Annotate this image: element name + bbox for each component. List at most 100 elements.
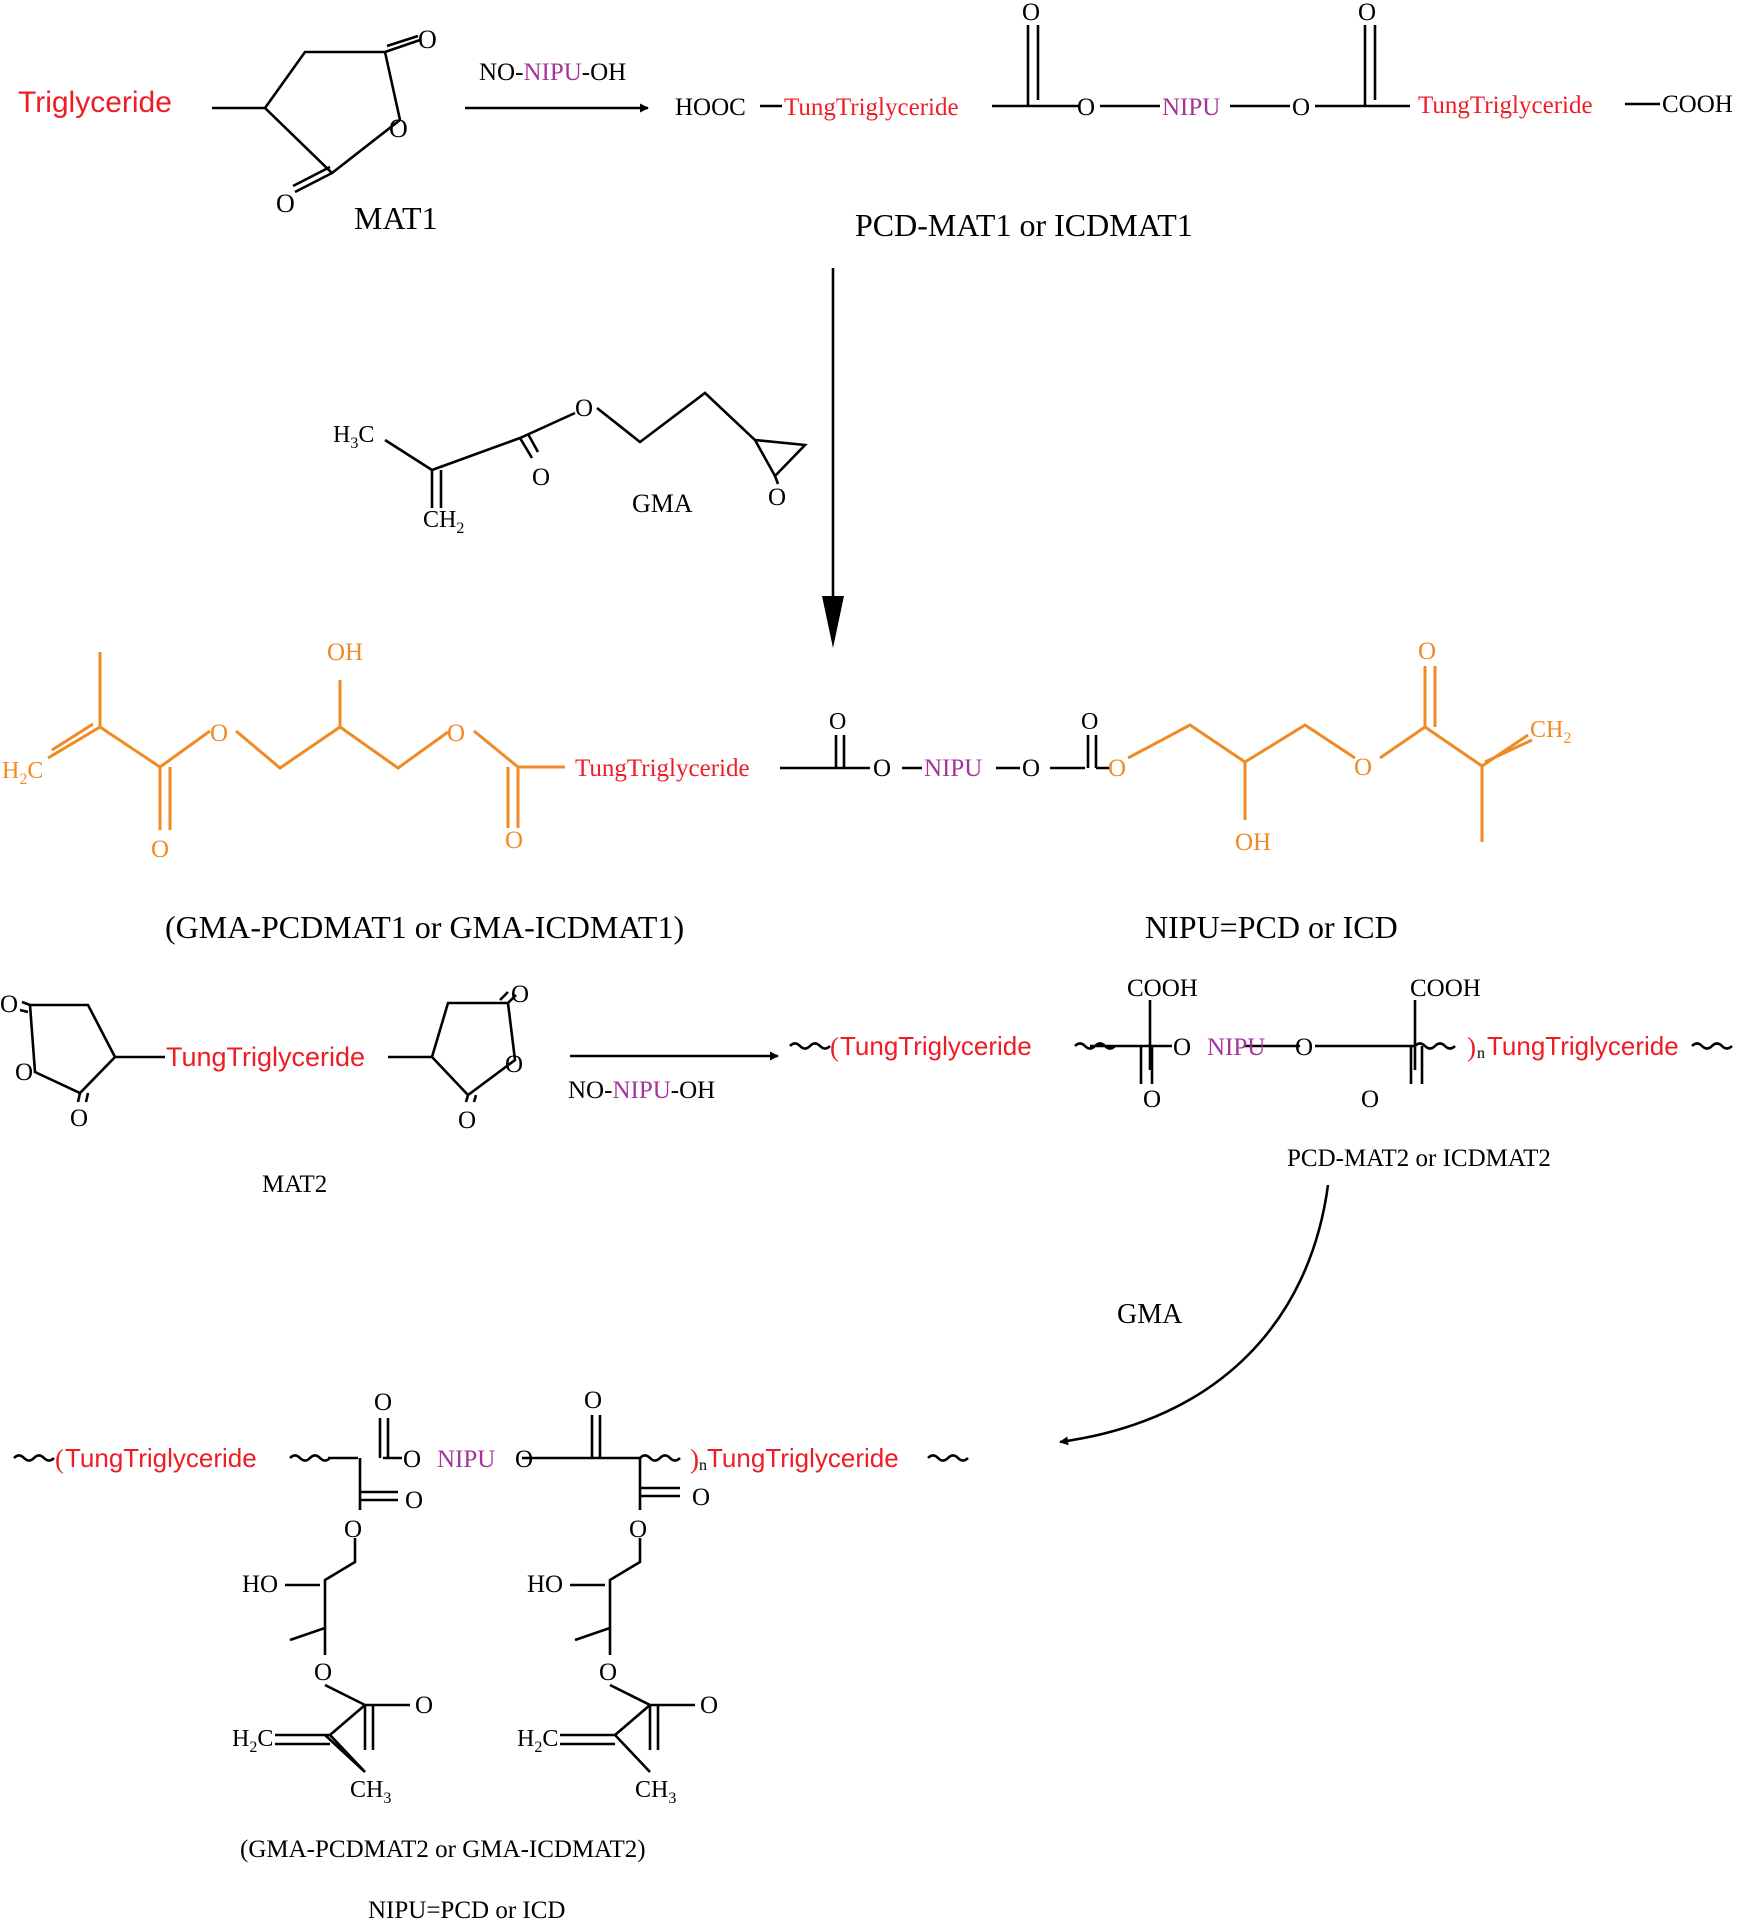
ester-o-label-5: O xyxy=(1108,755,1126,782)
carbonyl-o-label-2: O xyxy=(1358,0,1376,26)
ester-o-label-3: O xyxy=(344,1516,362,1543)
mat1-name: MAT1 xyxy=(354,200,438,236)
ester-o-label-3: O xyxy=(873,755,891,782)
carbonyl-o-label-3: O xyxy=(829,709,846,735)
mat1-ring-o: O xyxy=(389,114,408,143)
carbonyl-o-label-top: O xyxy=(374,1389,392,1416)
oh-label-2: OH xyxy=(1235,829,1271,856)
carbonyl-o-label-3: O xyxy=(692,1484,710,1511)
repeat-n: n xyxy=(699,1457,707,1474)
carbonyl-o-label-5: O xyxy=(1418,638,1436,665)
gma-pcdmat2-structure: ( TungTriglyceride O O NIPU O O ) n Tung… xyxy=(13,1387,969,1923)
mat2-o-3: O xyxy=(511,981,529,1008)
mat1-carbonyl-o-bottom: O xyxy=(276,189,295,218)
ester-o-label-2: O xyxy=(1292,94,1310,121)
cooh-label: COOH xyxy=(1127,975,1198,1002)
carbonyl-o-label-top-2: O xyxy=(584,1387,602,1414)
cooh-label-2: COOH xyxy=(1410,975,1481,1002)
gma-pcdmat1-structure: H2C O OH O O O TungTriglyceride O O NIPU… xyxy=(2,638,1571,945)
reaction-arrow-1: NO-NIPU-OH xyxy=(465,59,649,113)
mat1-carbonyl-o-top: O xyxy=(418,25,437,54)
ester-o-label-4: O xyxy=(1022,755,1040,782)
ester-o-label-6: O xyxy=(1354,754,1372,781)
mat1-structure: Triglyceride O O O MAT1 xyxy=(18,25,438,236)
ester-o-label: O xyxy=(1077,94,1095,121)
pcd-mat2-name: PCD-MAT2 or ICDMAT2 xyxy=(1287,1145,1551,1172)
oh-label: OH xyxy=(327,639,363,666)
nipu-label: NIPU xyxy=(924,755,982,782)
mat2-ring-o-2: O xyxy=(505,1051,523,1078)
hooc-label: HOOC xyxy=(675,94,746,121)
pcd-mat1-name: PCD-MAT1 or ICDMAT1 xyxy=(855,207,1193,243)
carbonyl-o-label-2: O xyxy=(505,827,523,854)
ester-o-label-5: O xyxy=(629,1516,647,1543)
nipu-note-2: NIPU=PCD or ICD xyxy=(368,1897,565,1923)
tung-triglyceride-label-2: TungTriglyceride xyxy=(1418,92,1593,119)
carbonyl-o-label: O xyxy=(1143,1086,1161,1113)
ester-o-label-2: O xyxy=(447,720,465,747)
mat2-structure: O O O TungTriglyceride O O O MAT2 xyxy=(0,981,529,1198)
gma-ch2-label: CH2 xyxy=(423,507,464,537)
carbonyl-o-label-2: O xyxy=(415,1692,433,1719)
ester-o-label-6: O xyxy=(599,1659,617,1686)
pcd-mat2-structure: ( TungTriglyceride COOH O O NIPU O COOH … xyxy=(789,975,1733,1172)
nipu-label: NIPU xyxy=(437,1446,495,1473)
gma-name: GMA xyxy=(632,489,693,518)
repeat-n: n xyxy=(1477,1045,1485,1062)
mat2-ring-o-1: O xyxy=(15,1059,33,1086)
mat2-name: MAT2 xyxy=(262,1171,327,1198)
mat2-o-1: O xyxy=(0,991,18,1018)
cooh-label: COOH xyxy=(1662,91,1733,118)
reagent-2: NO-NIPU-OH xyxy=(568,1077,715,1104)
ester-o-label-2: O xyxy=(515,1446,533,1473)
ch2-label: CH2 xyxy=(1530,717,1571,747)
reaction-arrow-4: GMA xyxy=(1059,1184,1330,1446)
tung-triglyceride-label-2: TungTriglyceride xyxy=(707,1443,899,1473)
paren-open: ( xyxy=(55,1444,64,1474)
gma-pcdmat2-name: (GMA-PCDMAT2 or GMA-ICDMAT2) xyxy=(240,1836,646,1863)
nipu-label: NIPU xyxy=(1207,1034,1265,1061)
tung-triglyceride-label: TungTriglyceride xyxy=(65,1443,257,1473)
mat2-tung-label: TungTriglyceride xyxy=(166,1042,365,1072)
mat2-o-4: O xyxy=(458,1107,476,1134)
ester-o-label: O xyxy=(403,1446,421,1473)
ester-o-label-4: O xyxy=(314,1659,332,1686)
carbonyl-o-label: O xyxy=(151,836,169,863)
paren-open: ( xyxy=(830,1032,839,1062)
ch3-label: CH3 xyxy=(350,1777,391,1807)
gma-structure: H3C O O O CH2 GMA xyxy=(333,391,808,537)
paren-close: ) xyxy=(1467,1032,1476,1062)
nipu-note-1: NIPU=PCD or ICD xyxy=(1145,909,1398,945)
tung-triglyceride-label: TungTriglyceride xyxy=(840,1031,1032,1061)
ester-o-label: O xyxy=(210,720,228,747)
pcd-mat1-structure: HOOC TungTriglyceride O O NIPU O O TungT… xyxy=(675,0,1733,243)
ho-label: HO xyxy=(242,1571,278,1598)
h2c-label-2: H2C xyxy=(517,1726,558,1756)
gma-pcdmat1-name: (GMA-PCDMAT1 or GMA-ICDMAT1) xyxy=(165,909,684,945)
tung-triglyceride-label-2: TungTriglyceride xyxy=(1487,1031,1679,1061)
gma-epoxide-o: O xyxy=(768,484,786,511)
mat2-o-2: O xyxy=(70,1105,88,1132)
gma-h3c-label: H3C xyxy=(333,422,374,452)
h2c-label: H2C xyxy=(232,1726,273,1756)
nipu-label: NIPU xyxy=(1162,94,1220,121)
reaction-arrow-3: NO-NIPU-OH xyxy=(568,1051,779,1104)
carbonyl-o-label-4: O xyxy=(700,1692,718,1719)
carbonyl-o-label: O xyxy=(1022,0,1040,26)
carbonyl-o-label-2: O xyxy=(1361,1086,1379,1113)
paren-close: ) xyxy=(690,1444,699,1474)
carbonyl-o-label-4: O xyxy=(1081,709,1098,735)
gma-ester-o: O xyxy=(575,395,593,422)
tung-triglyceride-label: TungTriglyceride xyxy=(784,94,959,121)
reagent-1: NO-NIPU-OH xyxy=(479,59,626,86)
gma-reagent-label: GMA xyxy=(1117,1299,1183,1330)
h2c-label: H2C xyxy=(2,758,43,788)
ester-o-label: O xyxy=(1173,1034,1191,1061)
reaction-arrow-2 xyxy=(822,268,844,648)
ho-label-2: HO xyxy=(527,1571,563,1598)
mat1-triglyceride-label: Triglyceride xyxy=(18,86,172,119)
gma-carbonyl-o: O xyxy=(532,464,550,491)
ester-o-label-2: O xyxy=(1295,1034,1313,1061)
ch3-label-2: CH3 xyxy=(635,1777,676,1807)
